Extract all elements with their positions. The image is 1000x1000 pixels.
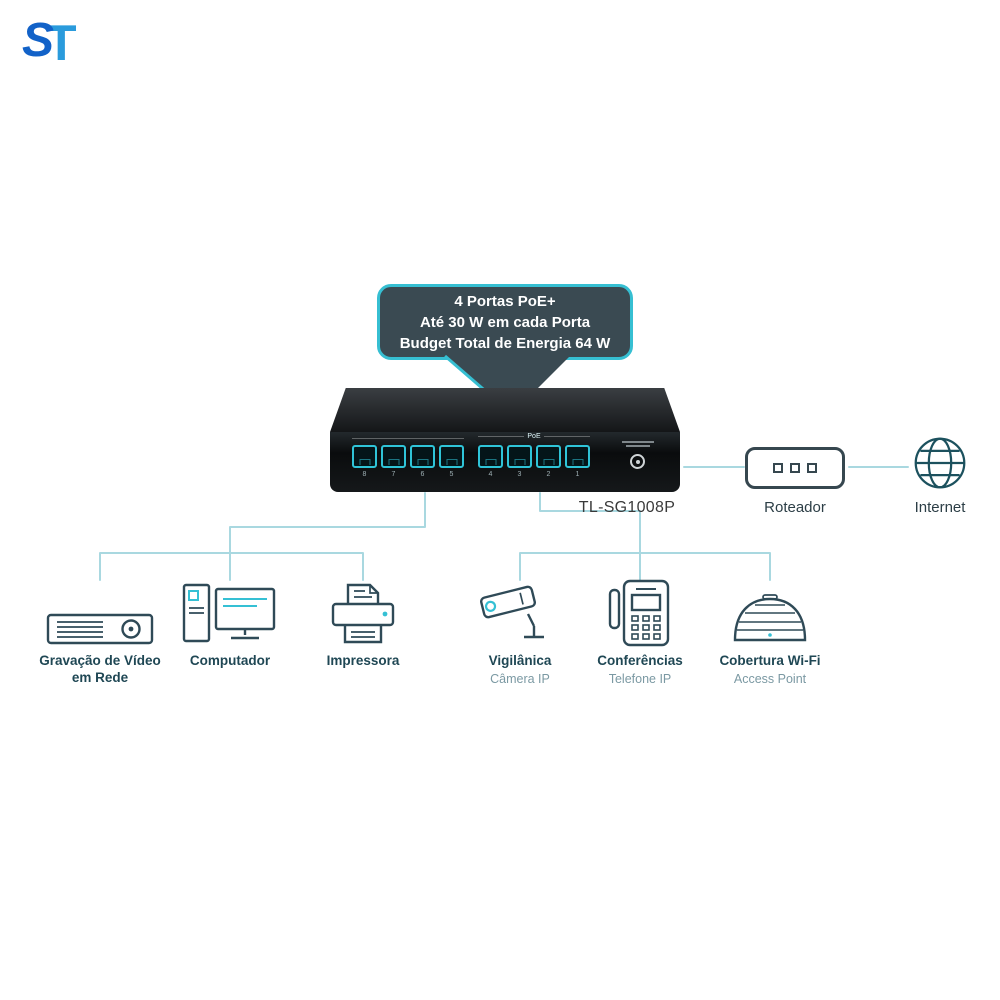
- port-group-bracket: [352, 438, 464, 439]
- logo-letter-t: T: [46, 15, 77, 71]
- rj45-port-5: 5: [439, 445, 464, 478]
- label-computer: Computador: [189, 653, 271, 668]
- label-phone-sub: Telefone IP: [608, 672, 672, 686]
- printer-icon: [331, 583, 395, 644]
- rj45-port-6: 6: [410, 445, 435, 478]
- callout-line-3: Budget Total de Energia 64 W: [399, 334, 611, 352]
- rj45-port-2: 2: [536, 445, 561, 478]
- poe-label: PoE: [527, 433, 541, 440]
- switch-front-panel: 8 7 6 5 PoE 4 3 2 1: [330, 432, 680, 492]
- port-number: 1: [575, 471, 580, 478]
- label-phone: Conferências Telefone IP: [560, 652, 720, 688]
- router-port-square: [807, 463, 817, 473]
- access-point-icon: [733, 594, 807, 642]
- router-label: Roteador: [764, 499, 826, 516]
- port-group-poe: PoE 4 3 2 1: [478, 433, 591, 478]
- router-icon: [745, 447, 845, 489]
- port-number: 3: [517, 471, 522, 478]
- rj45-notch: [514, 459, 525, 465]
- rj45-notch: [446, 459, 457, 465]
- ip-phone-icon: [608, 579, 670, 647]
- callout-pointer-shape: [445, 356, 570, 414]
- port-number: 2: [546, 471, 551, 478]
- label-ap: Cobertura Wi-Fi Access Point: [690, 652, 850, 688]
- computer-icon: [182, 583, 276, 643]
- line-right-bar: [519, 552, 771, 581]
- rj45-notch: [417, 459, 428, 465]
- port-group-standard: 8 7 6 5: [352, 438, 464, 478]
- label-camera: Vigilânica Câmera IP: [440, 652, 600, 688]
- rj45-port-3: 3: [507, 445, 532, 478]
- line-left-bar: [99, 552, 364, 581]
- internet-label: Internet: [914, 499, 966, 516]
- port-number: 5: [449, 471, 454, 478]
- label-phone-title: Conferências: [597, 653, 683, 668]
- label-ap-title: Cobertura Wi-Fi: [719, 653, 821, 668]
- st-logo: T S: [22, 12, 92, 72]
- poe-bracket-line: [543, 436, 591, 437]
- poe-callout: 4 Portas PoE+ Até 30 W em cada Porta Bud…: [377, 284, 633, 360]
- switch-top-face: [330, 388, 680, 432]
- port-number: 8: [362, 471, 367, 478]
- line-left-feed: [229, 492, 426, 554]
- poe-bracket-line: [478, 436, 525, 437]
- rj45-notch: [543, 459, 554, 465]
- power-spec-marks: [622, 441, 654, 449]
- line-right-feed: [539, 492, 641, 554]
- rj45-notch: [388, 459, 399, 465]
- rj45-port-1: 1: [565, 445, 590, 478]
- rj45-notch: [485, 459, 496, 465]
- rj45-notch: [359, 459, 370, 465]
- label-printer: Impressora: [326, 653, 400, 668]
- switch-model-label: TL-SG1008P: [578, 499, 676, 516]
- st-logo-graphic: T S: [22, 14, 77, 71]
- router-port-square: [773, 463, 783, 473]
- callout-line-1: 4 Portas PoE+: [454, 292, 556, 310]
- poe-bracket: PoE: [478, 433, 591, 440]
- switch-illustration: 8 7 6 5 PoE 4 3 2 1: [330, 388, 680, 492]
- rj45-port-4: 4: [478, 445, 503, 478]
- label-ap-sub: Access Point: [733, 672, 807, 686]
- label-nvr: Gravação de Vídeo em Rede: [39, 653, 161, 685]
- label-camera-sub: Câmera IP: [490, 672, 550, 686]
- callout-line-2: Até 30 W em cada Porta: [419, 313, 591, 331]
- nvr-icon: [46, 613, 154, 645]
- port-number: 4: [488, 471, 493, 478]
- rj45-port-8: 8: [352, 445, 377, 478]
- ip-camera-icon: [480, 585, 544, 639]
- rj45-port-7: 7: [381, 445, 406, 478]
- router-port-square: [790, 463, 800, 473]
- rj45-notch: [572, 459, 583, 465]
- logo-letter-s: S: [22, 14, 54, 67]
- internet-globe-icon: [914, 437, 966, 489]
- label-camera-title: Vigilânica: [488, 653, 552, 668]
- power-jack: [630, 454, 645, 469]
- port-number: 7: [391, 471, 396, 478]
- port-number: 6: [420, 471, 425, 478]
